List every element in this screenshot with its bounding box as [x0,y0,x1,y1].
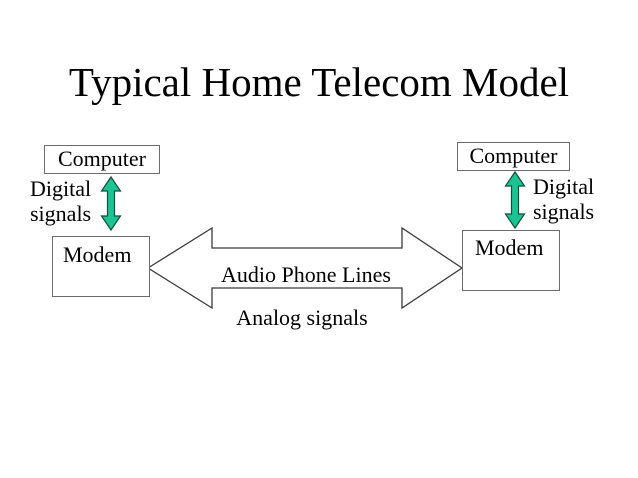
digital-signals-label-left: Digital signals [30,176,91,226]
analog-signals-label: Analog signals [236,305,368,330]
computer-box-left: Computer [44,145,160,174]
computer-box-left-label: Computer [58,146,146,172]
digital-signals-right-line1: Digital [533,174,595,199]
modem-box-left-label: Modem [63,242,132,267]
audio-phone-lines-label: Audio Phone Lines [221,262,391,287]
digital-signals-label-right: Digital signals [533,174,594,224]
computer-box-right-label: Computer [469,143,558,169]
digital-signals-left-line2: signals [30,201,92,226]
modem-box-right: Modem [462,230,560,291]
page-title: Typical Home Telecom Model [68,59,570,105]
updown-arrow-icon-left [100,175,122,232]
updown-arrow-icon-right [504,170,526,230]
digital-signals-left-line1: Digital [30,176,92,201]
modem-box-right-label: Modem [475,235,544,260]
modem-box-left: Modem [52,236,150,297]
digital-signals-right-line2: signals [533,199,595,224]
computer-box-right: Computer [457,142,570,171]
